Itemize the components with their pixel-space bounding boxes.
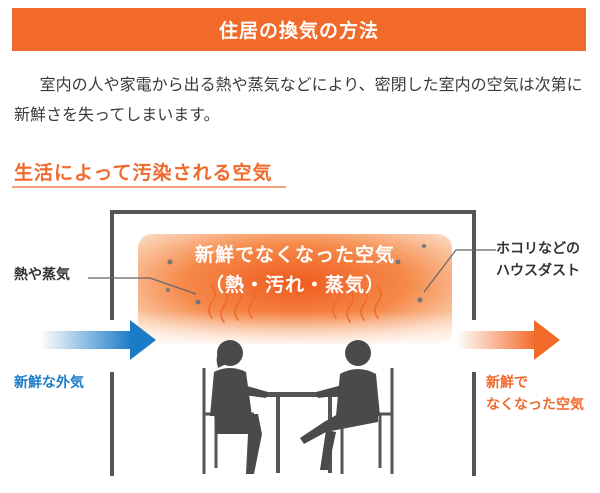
label-house-dust-line1: ホコリなどの (496, 241, 580, 257)
dust-dot-icon (166, 244, 426, 305)
cloud-text-line1: 新鮮でなくなった空気 (194, 244, 395, 266)
label-fresh-outside-air: 新鮮な外気 (14, 375, 84, 391)
section-underline (12, 186, 286, 188)
person-icon (210, 340, 268, 474)
cloud-text-line2: （熱・汚れ・蒸気） (204, 274, 385, 296)
room-walls (110, 210, 476, 476)
inflow-arrow-icon (40, 320, 156, 360)
outflow-arrow-icon (456, 320, 560, 360)
leader-lines (88, 249, 496, 295)
label-heat-steam: 熱や蒸気 (14, 267, 70, 283)
label-stale-air-line1: 新鮮で (486, 375, 528, 391)
table-icon (258, 392, 350, 473)
polluted-air-cloud (138, 234, 452, 344)
intro-paragraph: 室内の人や家電から出る熱や蒸気などにより、密閉した室内の空気は次第に新鮮さを失っ… (14, 75, 583, 124)
label-stale-air-line2: なくなった空気 (486, 397, 584, 413)
cloud-text: 新鮮でなくなった空気 （熱・汚れ・蒸気） (140, 240, 450, 300)
page-title-banner: 住居の換気の方法 (12, 8, 586, 51)
steam-icon (208, 285, 382, 323)
label-house-dust-line2: ハウスダスト (496, 263, 580, 279)
person-icon (300, 340, 380, 470)
section-title: 生活によって汚染される空気 (14, 162, 273, 184)
page-title: 住居の換気の方法 (218, 20, 379, 42)
label-house-dust: ホコリなどの ハウスダスト (496, 238, 580, 282)
label-stale-air: 新鮮で なくなった空気 (486, 372, 584, 416)
